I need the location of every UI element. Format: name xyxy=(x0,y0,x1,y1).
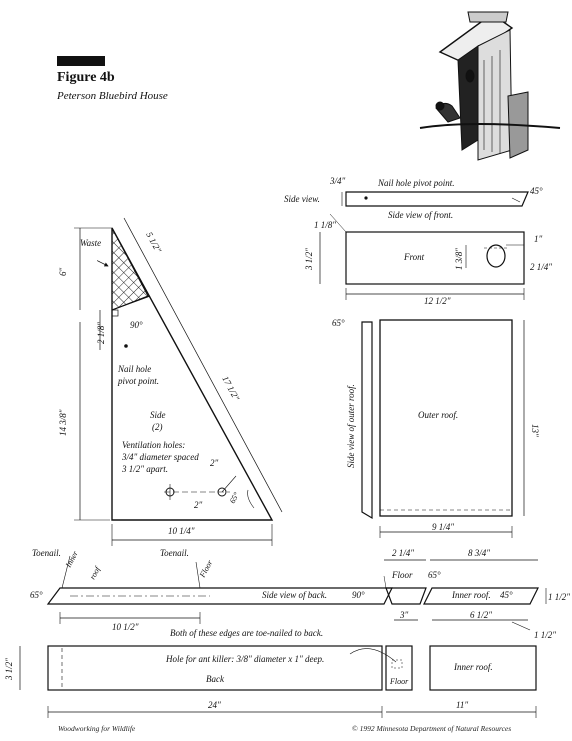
angle-65-label: 65° xyxy=(228,490,242,505)
outer-roof xyxy=(361,319,525,538)
floor-inner-roof-top xyxy=(349,645,537,718)
right-width-dim: 11" xyxy=(456,700,468,710)
vent-note-line3: 3 1/2" apart. xyxy=(121,464,168,474)
back-label: Back xyxy=(206,674,225,684)
front-angle-45: 45° xyxy=(530,186,543,196)
back-length-dim: 24" xyxy=(208,700,221,710)
figure-title: Figure 4b xyxy=(57,70,115,85)
inner-roof-side-label: Inner roof. xyxy=(451,590,491,600)
dim-8-3-4: 8 3/4" xyxy=(468,548,490,558)
nail-hole-line2: pivot point. xyxy=(117,376,159,386)
floor-side-label: Floor xyxy=(391,570,413,580)
right-thickness-dim: 1 1/2" xyxy=(548,592,570,602)
roof-tag: roof xyxy=(88,564,103,581)
roof-height-dim: 13" xyxy=(530,424,540,437)
inner-roof-tag: Inner xyxy=(63,549,80,570)
nail-hole-line1: Nail hole xyxy=(117,364,151,374)
front-thickness-dim: 3/4" xyxy=(329,176,346,186)
right-angle-45: 45° xyxy=(500,590,513,600)
height-top-dim: 6" xyxy=(58,268,68,277)
vent-spacing-dim: 2 1/8" xyxy=(96,322,106,344)
outer-roof-label: Outer roof. xyxy=(418,410,458,420)
roof-width-dim: 9 1/4" xyxy=(432,522,454,532)
vent-note-line1: Ventilation holes: xyxy=(122,440,185,450)
back-side-view xyxy=(46,555,393,624)
toenail-mid: Toenail. xyxy=(160,548,189,558)
figure-subtitle: Peterson Bluebird House xyxy=(57,90,168,102)
roof-side-view-label: Side view of outer roof. xyxy=(346,384,356,468)
dim-2-upper: 2" xyxy=(210,458,219,468)
bottom-width-dim: 10 1/4" xyxy=(168,526,195,536)
dim-3: 3" xyxy=(399,610,409,620)
side-label-line1: Side xyxy=(150,410,166,420)
back-angle-65: 65° xyxy=(30,590,43,600)
toenail-left: Toenail. xyxy=(32,548,61,558)
roof-angle-65: 65° xyxy=(332,318,345,328)
back-dim-10: 10 1/2" xyxy=(112,622,139,632)
height-bottom-dim: 14 3/8" xyxy=(58,409,68,436)
hypotenuse-dim: 17 1/2" xyxy=(220,374,241,402)
top-slant-dim: 5 1/2" xyxy=(144,230,163,254)
hole-right-dim: 2 1/4" xyxy=(530,262,552,272)
hole-top-dim: 1" xyxy=(534,234,543,244)
nail-pivot-note: Nail hole pivot point. xyxy=(377,178,455,188)
side-panel xyxy=(74,217,283,546)
back-height-dim: 3 1/2" xyxy=(4,658,14,681)
title-bar xyxy=(57,56,105,66)
front-offset-dim: 1 1/8" xyxy=(314,220,336,230)
front-panel xyxy=(319,191,529,300)
side-label-line2: (2) xyxy=(152,422,163,432)
waste-label: Waste xyxy=(80,238,101,248)
right-thickness-dim-2: 1 1/2" xyxy=(534,630,556,640)
front-width-dim: 12 1/2" xyxy=(424,296,451,306)
side-view-back-label: Side view of back. xyxy=(262,590,327,600)
dim-2-1-4: 2 1/4" xyxy=(392,548,414,558)
back-angle-90: 90° xyxy=(352,590,365,600)
front-height-dim: 3 1/2" xyxy=(304,248,314,271)
angle-90-label: 90° xyxy=(130,320,143,330)
birdhouse-illustration xyxy=(419,11,561,161)
front-side-view-label: Side view. xyxy=(284,194,320,204)
floor-top-label: Floor xyxy=(389,677,409,686)
right-angle-65: 65° xyxy=(428,570,441,580)
floor-inner-roof-side xyxy=(383,559,547,631)
floor-tag: Floor xyxy=(197,558,214,580)
dim-6-1-2: 6 1/2" xyxy=(470,610,492,620)
footer-left: Woodworking for Wildlife xyxy=(58,724,136,733)
footer-right: © 1992 Minnesota Department of Natural R… xyxy=(352,724,512,733)
side-view-front-label: Side view of front. xyxy=(388,210,453,220)
front-label: Front xyxy=(403,252,425,262)
dim-2-lower: 2" xyxy=(194,500,203,510)
vent-note-line2: 3/4" diameter spaced xyxy=(121,452,199,462)
ant-killer-note: Hole for ant killer: 3/8" diameter x 1" … xyxy=(165,654,324,664)
inner-roof-top-label: Inner roof. xyxy=(453,662,493,672)
hole-height-dim: 1 3/8" xyxy=(454,248,464,270)
edges-note: Both of these edges are toe-nailed to ba… xyxy=(170,628,323,638)
back-board xyxy=(19,645,383,718)
